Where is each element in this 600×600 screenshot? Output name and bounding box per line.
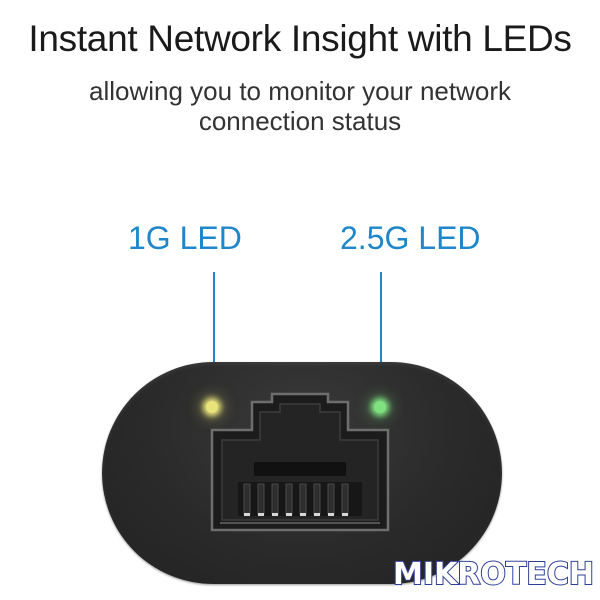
rj45-ethernet-port-icon [208, 386, 392, 539]
headline: Instant Network Insight with LEDs [28, 18, 572, 59]
green-led-indicator-icon [374, 401, 386, 413]
mikrotech-logo: MIKROTECH [392, 556, 595, 593]
led-1g-callout-line [213, 272, 215, 390]
led-1g-label: 1G LED [128, 220, 242, 256]
led-25g-callout-line [380, 272, 382, 390]
yellow-led-indicator-icon [206, 401, 218, 413]
subheadline-line-1: allowing you to monitor your network [89, 76, 511, 106]
subheadline-line-2: connection status [198, 106, 402, 136]
subheadline: allowing you to monitor your network con… [0, 76, 600, 136]
led-25g-label: 2.5G LED [340, 220, 481, 256]
